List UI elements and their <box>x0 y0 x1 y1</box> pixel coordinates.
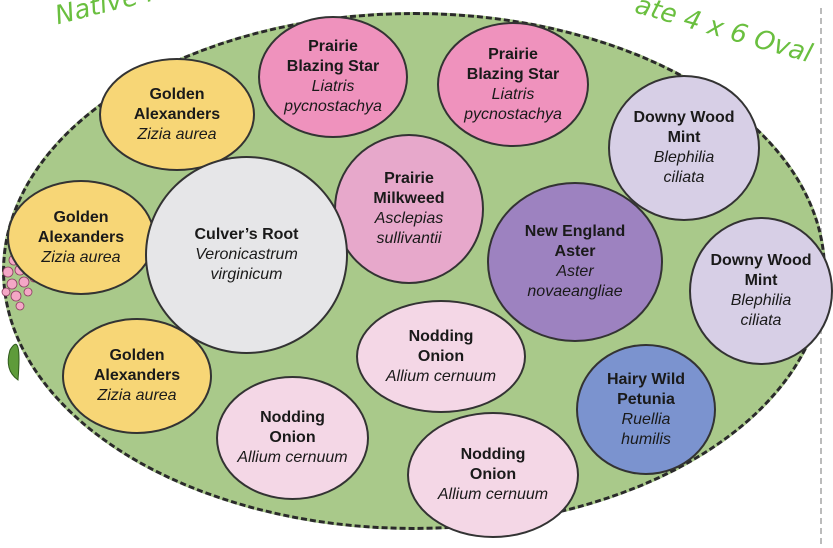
plant-common-name: Nodding Onion <box>408 327 474 365</box>
plant-scientific-name: Liatris pycnostachya <box>464 85 562 123</box>
plant-scientific-name: Zizia aurea <box>97 387 177 404</box>
plant-common-name: Golden Alexanders <box>93 347 181 384</box>
plant-circle-new-england-aster: New England Aster Aster novaeangliae <box>487 182 663 342</box>
plant-scientific-name: Ruellia humilis <box>621 410 671 448</box>
plant-common-name: Hairy Wild Petunia <box>606 370 686 408</box>
plant-common-name: Nodding Onion <box>460 446 526 483</box>
plant-circle-nodding-onion: Nodding Onion Allium cernuum <box>216 376 369 500</box>
plant-common-name: Golden Alexanders <box>133 85 221 123</box>
plant-scientific-name: Allium cernuum <box>385 367 497 385</box>
plant-scientific-name: Blephilia ciliata <box>730 292 792 329</box>
plant-common-name: Prairie Milkweed <box>373 170 445 207</box>
plant-circle-hairy-wild-petunia: Hairy Wild Petunia Ruellia humilis <box>576 344 716 475</box>
plant-scientific-name: Veronicastrum virginicum <box>195 246 298 283</box>
plant-scientific-name: Allium cernuum <box>437 486 549 503</box>
plant-common-name: Culver’s Root <box>194 226 299 243</box>
plant-common-name: Golden Alexanders <box>37 208 125 246</box>
plant-common-name: Prairie Blazing Star <box>286 38 380 75</box>
plant-circle-downy-wood-mint: Downy Wood Mint Blephilia ciliata <box>608 75 760 221</box>
plant-scientific-name: Asclepias sullivantii <box>374 210 444 247</box>
plant-scientific-name: Zizia aurea <box>137 125 217 143</box>
plant-common-name: New England Aster <box>524 223 626 260</box>
plant-common-name: Downy Wood Mint <box>710 252 812 289</box>
plant-circle-nodding-onion: Nodding Onion Allium cernuum <box>356 300 526 413</box>
plant-circle-golden-alexanders: Golden Alexanders Zizia aurea <box>7 180 155 295</box>
plant-common-name: Prairie Blazing Star <box>466 45 560 83</box>
plant-circle-culvers-root: Culver’s Root Veronicastrum virginicum <box>145 156 348 354</box>
plant-scientific-name: Allium cernuum <box>237 449 348 466</box>
plant-common-name: Nodding Onion <box>260 409 325 446</box>
plant-scientific-name: Zizia aurea <box>41 248 121 266</box>
plant-circle-nodding-onion: Nodding Onion Allium cernuum <box>407 412 579 538</box>
plant-circle-prairie-blazing-star: Prairie Blazing Star Liatris pycnostachy… <box>258 16 408 138</box>
plant-circle-golden-alexanders: Golden Alexanders Zizia aurea <box>99 58 255 171</box>
plant-scientific-name: Liatris pycnostachya <box>284 78 382 115</box>
plant-scientific-name: Aster novaeangliae <box>527 263 623 300</box>
plant-circle-prairie-blazing-star: Prairie Blazing Star Liatris pycnostachy… <box>437 22 589 147</box>
plant-circle-golden-alexanders: Golden Alexanders Zizia aurea <box>62 318 212 434</box>
title-right: ate 4 x 6 Oval <box>631 0 816 70</box>
title-left: Native Plant <box>52 0 213 31</box>
plant-circle-prairie-milkweed: Prairie Milkweed Asclepias sullivantii <box>334 134 484 284</box>
plant-circle-downy-wood-mint: Downy Wood Mint Blephilia ciliata <box>689 217 833 365</box>
plant-common-name: Downy Wood Mint <box>633 109 735 146</box>
plant-scientific-name: Blephilia ciliata <box>653 149 715 186</box>
